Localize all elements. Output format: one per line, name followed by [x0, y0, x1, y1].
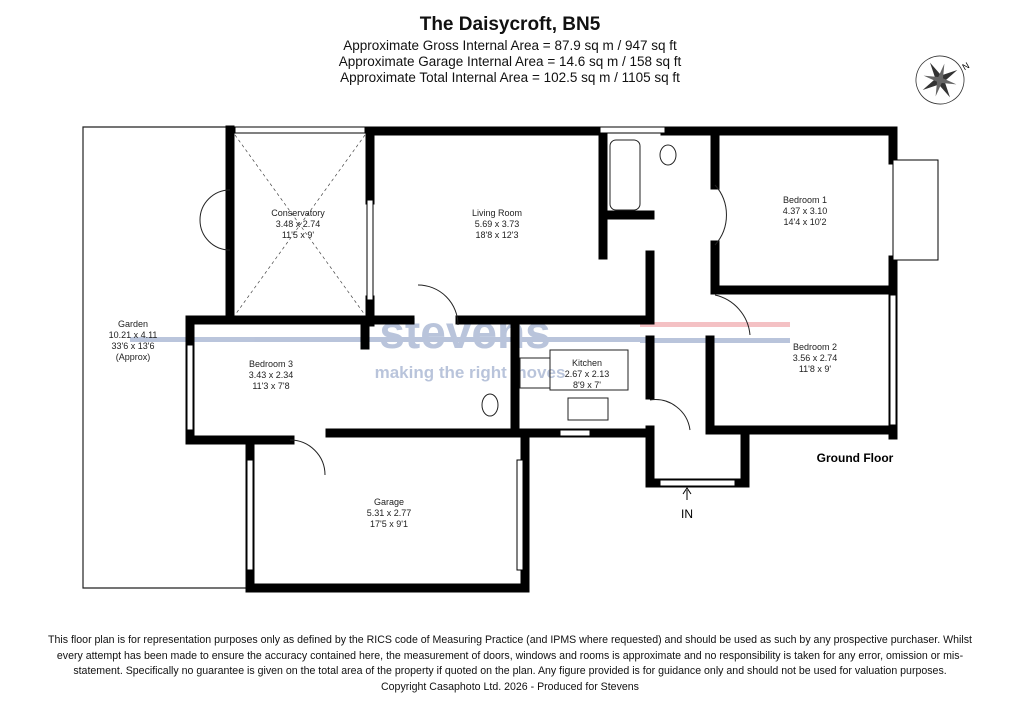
bedroom1-metric: 4.37 x 3.10	[783, 206, 828, 216]
bedroom2-imperial: 11'8 x 9'	[799, 364, 832, 374]
conservatory-name: Conservatory	[271, 208, 325, 218]
floor-label: Ground Floor	[817, 451, 894, 465]
kitchen-imperial: 8'9 x 7'	[573, 380, 601, 390]
bedroom1-imperial: 14'4 x 10'2	[784, 217, 827, 227]
garden-imperial: 33'6 x 13'6	[112, 341, 155, 351]
garage-imperial: 17'5 x 9'1	[370, 519, 408, 529]
copyright: Copyright Casaphoto Ltd. 2026 - Produced…	[381, 680, 639, 693]
total-area: Approximate Total Internal Area = 102.5 …	[340, 70, 680, 85]
garage-metric: 5.31 x 2.77	[367, 508, 412, 518]
living-room-name: Living Room	[472, 208, 522, 218]
conservatory-metric: 3.48 x 2.74	[276, 219, 321, 229]
compass-rose-icon: N	[915, 55, 972, 105]
kitchen-name: Kitchen	[572, 358, 602, 368]
entrance-label: IN	[681, 507, 693, 521]
conservatory-roof	[234, 134, 366, 316]
bedroom2-name: Bedroom 2	[793, 342, 837, 352]
fixtures	[199, 139, 751, 476]
bedroom3-metric: 3.43 x 2.34	[249, 370, 294, 380]
svg-text:stevens: stevens	[379, 306, 550, 358]
bedroom3-name: Bedroom 3	[249, 359, 293, 369]
gross-area: Approximate Gross Internal Area = 87.9 s…	[343, 38, 677, 53]
garden-note: (Approx)	[116, 352, 151, 362]
entrance-arrow-icon	[682, 487, 692, 500]
garage-area: Approximate Garage Internal Area = 14.6 …	[338, 54, 682, 69]
toilet-icon	[659, 144, 677, 166]
living-room-metric: 5.69 x 3.73	[475, 219, 520, 229]
garden-name: Garden	[118, 319, 148, 329]
compass-north-label: N	[961, 60, 972, 72]
bedroom2-metric: 3.56 x 2.74	[793, 353, 838, 363]
living-room-imperial: 18'8 x 12'3	[476, 230, 519, 240]
windows	[186, 126, 939, 571]
sink-icon	[567, 397, 609, 421]
disclaimer-text: This floor plan is for representation pu…	[48, 634, 972, 677]
disclaimer: This floor plan is for representation pu…	[40, 633, 980, 695]
plan-title: The Daisycroft, BN5	[419, 14, 601, 35]
bathtub-icon	[609, 139, 641, 211]
wc-icon	[481, 393, 499, 417]
bedroom3-imperial: 11'3 x 7'8	[252, 381, 289, 391]
garage-name: Garage	[374, 497, 404, 507]
garden-boundary	[82, 126, 250, 589]
bedroom1-name: Bedroom 1	[783, 195, 827, 205]
kitchen-metric: 2.67 x 2.13	[565, 369, 610, 379]
svg-text:making the right moves: making the right moves	[375, 363, 566, 382]
garden-metric: 10.21 x 4.11	[109, 330, 158, 340]
conservatory-imperial: 11'5 x 9'	[282, 230, 315, 240]
